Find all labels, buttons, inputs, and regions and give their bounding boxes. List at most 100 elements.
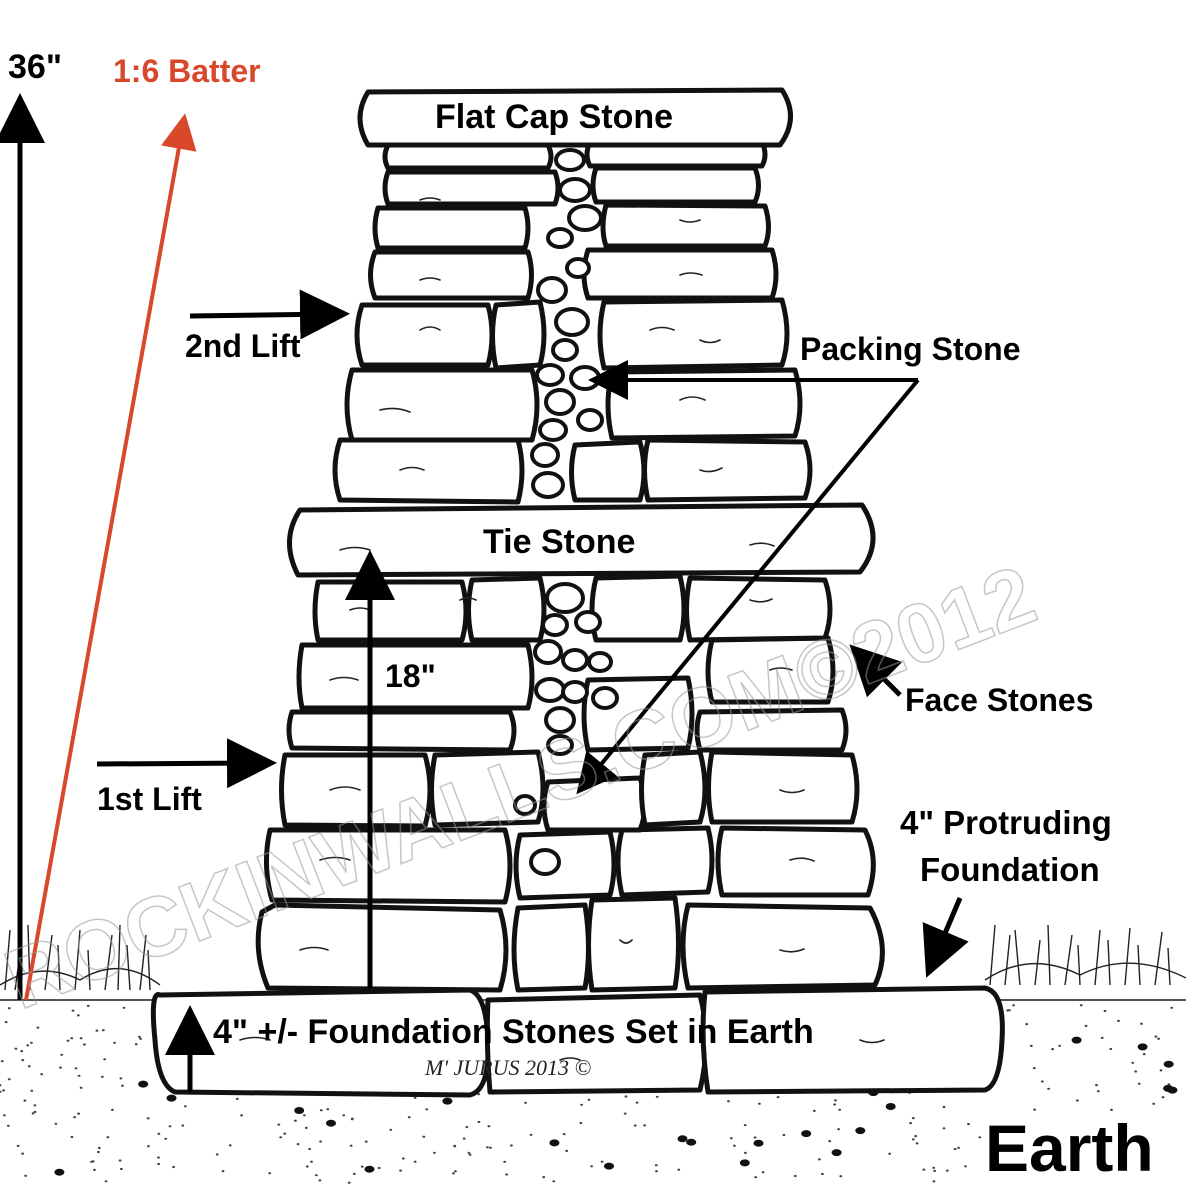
earth-speckle xyxy=(413,1160,417,1163)
earth-speckle xyxy=(83,1043,86,1046)
earth-speckle xyxy=(7,1078,11,1081)
flat-cap-stone xyxy=(357,87,793,148)
earth-speckle xyxy=(1103,1009,1107,1013)
earth-speckle xyxy=(486,1146,489,1149)
earth-speckle xyxy=(1154,1035,1158,1038)
earth-speckle xyxy=(103,1058,107,1061)
earth-speckle xyxy=(31,1112,35,1115)
earth-speckle xyxy=(580,1103,583,1106)
earth-speckle xyxy=(101,1029,105,1032)
earth-speckle xyxy=(73,1116,76,1119)
earth-speckle xyxy=(351,1117,354,1120)
earth-speckle xyxy=(16,1144,20,1147)
earth-speckle xyxy=(833,1103,836,1106)
earth-speckle xyxy=(677,1135,688,1143)
earth-speckle xyxy=(1076,1099,1079,1102)
protruding-foundation-label-line1: 4" Protruding xyxy=(900,804,1112,841)
earth-speckle xyxy=(319,1109,323,1112)
earth-speckle xyxy=(1051,1048,1054,1051)
earth-speckle xyxy=(71,1009,75,1012)
earth-speckle xyxy=(121,1084,124,1087)
earth-speckle xyxy=(442,1097,453,1105)
earth-speckle xyxy=(1029,1044,1033,1047)
earth-speckle xyxy=(21,1152,24,1155)
earth-speckle xyxy=(1096,1090,1100,1093)
first-lift-arrow xyxy=(96,738,277,789)
earth-speckle xyxy=(754,1176,758,1179)
earth-speckle xyxy=(14,1047,18,1050)
second-lift-label: 2nd Lift xyxy=(185,328,301,364)
earth-speckle xyxy=(422,1135,426,1138)
earth-speckle xyxy=(677,1168,681,1171)
earth-speckle xyxy=(118,1159,122,1162)
earth-speckle xyxy=(1137,1043,1148,1051)
earth-speckle xyxy=(753,1136,757,1139)
earth-speckle xyxy=(235,1097,239,1100)
earth-speckle xyxy=(433,1151,436,1154)
earth-speckle xyxy=(425,1108,429,1111)
earth-speckle xyxy=(839,1175,843,1178)
earth-speckle xyxy=(1071,1036,1082,1044)
earth-speckle xyxy=(1170,1006,1174,1009)
earth-speckle xyxy=(643,1124,646,1127)
earth-speckle xyxy=(0,1060,4,1063)
earth-speckle xyxy=(945,1169,949,1172)
earth-speckle xyxy=(157,1162,161,1166)
earth-speckle xyxy=(552,1180,556,1183)
earth-speckle xyxy=(279,1136,283,1139)
earth-speckle xyxy=(1084,1024,1088,1027)
earth-speckle xyxy=(468,1153,472,1156)
earth-speckle xyxy=(452,1172,455,1175)
earth-speckle xyxy=(310,1160,313,1163)
earth-speckle xyxy=(4,1021,8,1024)
earth-speckle xyxy=(911,1138,915,1141)
earth-speckle xyxy=(1079,1004,1083,1007)
earth-speckle xyxy=(215,1153,219,1156)
earth-speckle xyxy=(1163,1060,1174,1068)
earth-speckle xyxy=(739,1159,750,1167)
earth-speckle xyxy=(454,1170,457,1173)
earth-speckle xyxy=(590,1165,593,1168)
earth-speckle xyxy=(821,1172,824,1176)
earth-speckle xyxy=(54,1122,58,1125)
foundation-stones-label: 4" +/- Foundation Stones Set in Earth xyxy=(213,1013,814,1051)
earth-speckle xyxy=(782,1133,786,1137)
earth-speckle xyxy=(90,1160,93,1163)
earth-speckle xyxy=(453,1145,457,1148)
earth-speckle xyxy=(347,1181,351,1184)
earth-speckle xyxy=(0,1084,2,1087)
earth-speckle xyxy=(168,1125,172,1128)
earth-speckle xyxy=(60,1053,64,1056)
earth-speckle xyxy=(70,1037,74,1040)
earth-speckle xyxy=(157,1132,161,1135)
height-18-label: 18" xyxy=(385,658,436,694)
signature: M' JURUS 2013 © xyxy=(424,1055,592,1080)
earth-speckle xyxy=(524,1101,527,1104)
earth-speckle xyxy=(172,1165,176,1169)
earth-speckle xyxy=(101,1075,104,1078)
earth-speckle xyxy=(119,1077,123,1080)
earth-speckle xyxy=(134,1043,138,1046)
earth-speckle xyxy=(957,1146,960,1149)
earth-speckle xyxy=(23,1099,27,1102)
upper-face-stones xyxy=(332,139,813,505)
earth-speckle xyxy=(40,1073,44,1076)
earth-speckle xyxy=(389,1128,393,1131)
earth-speckle xyxy=(360,1165,364,1168)
tie-stone xyxy=(287,502,876,578)
earth-speckle xyxy=(1161,1096,1165,1099)
earth-speckle xyxy=(407,1116,411,1119)
earth-speckle xyxy=(113,1041,116,1044)
earth-speckle xyxy=(303,1114,306,1117)
earth-speckle xyxy=(24,1174,27,1177)
earth-speckle xyxy=(793,1174,797,1178)
earth-speckle xyxy=(66,1039,70,1042)
earth-speckle xyxy=(542,1176,546,1179)
earth-speckle xyxy=(489,1146,492,1149)
earth-speckle xyxy=(164,1137,168,1140)
earth-speckle xyxy=(184,1105,187,1108)
earth-speckle xyxy=(529,1133,533,1136)
earth-speckle xyxy=(3,1114,6,1117)
earth-speckle xyxy=(838,1108,842,1111)
